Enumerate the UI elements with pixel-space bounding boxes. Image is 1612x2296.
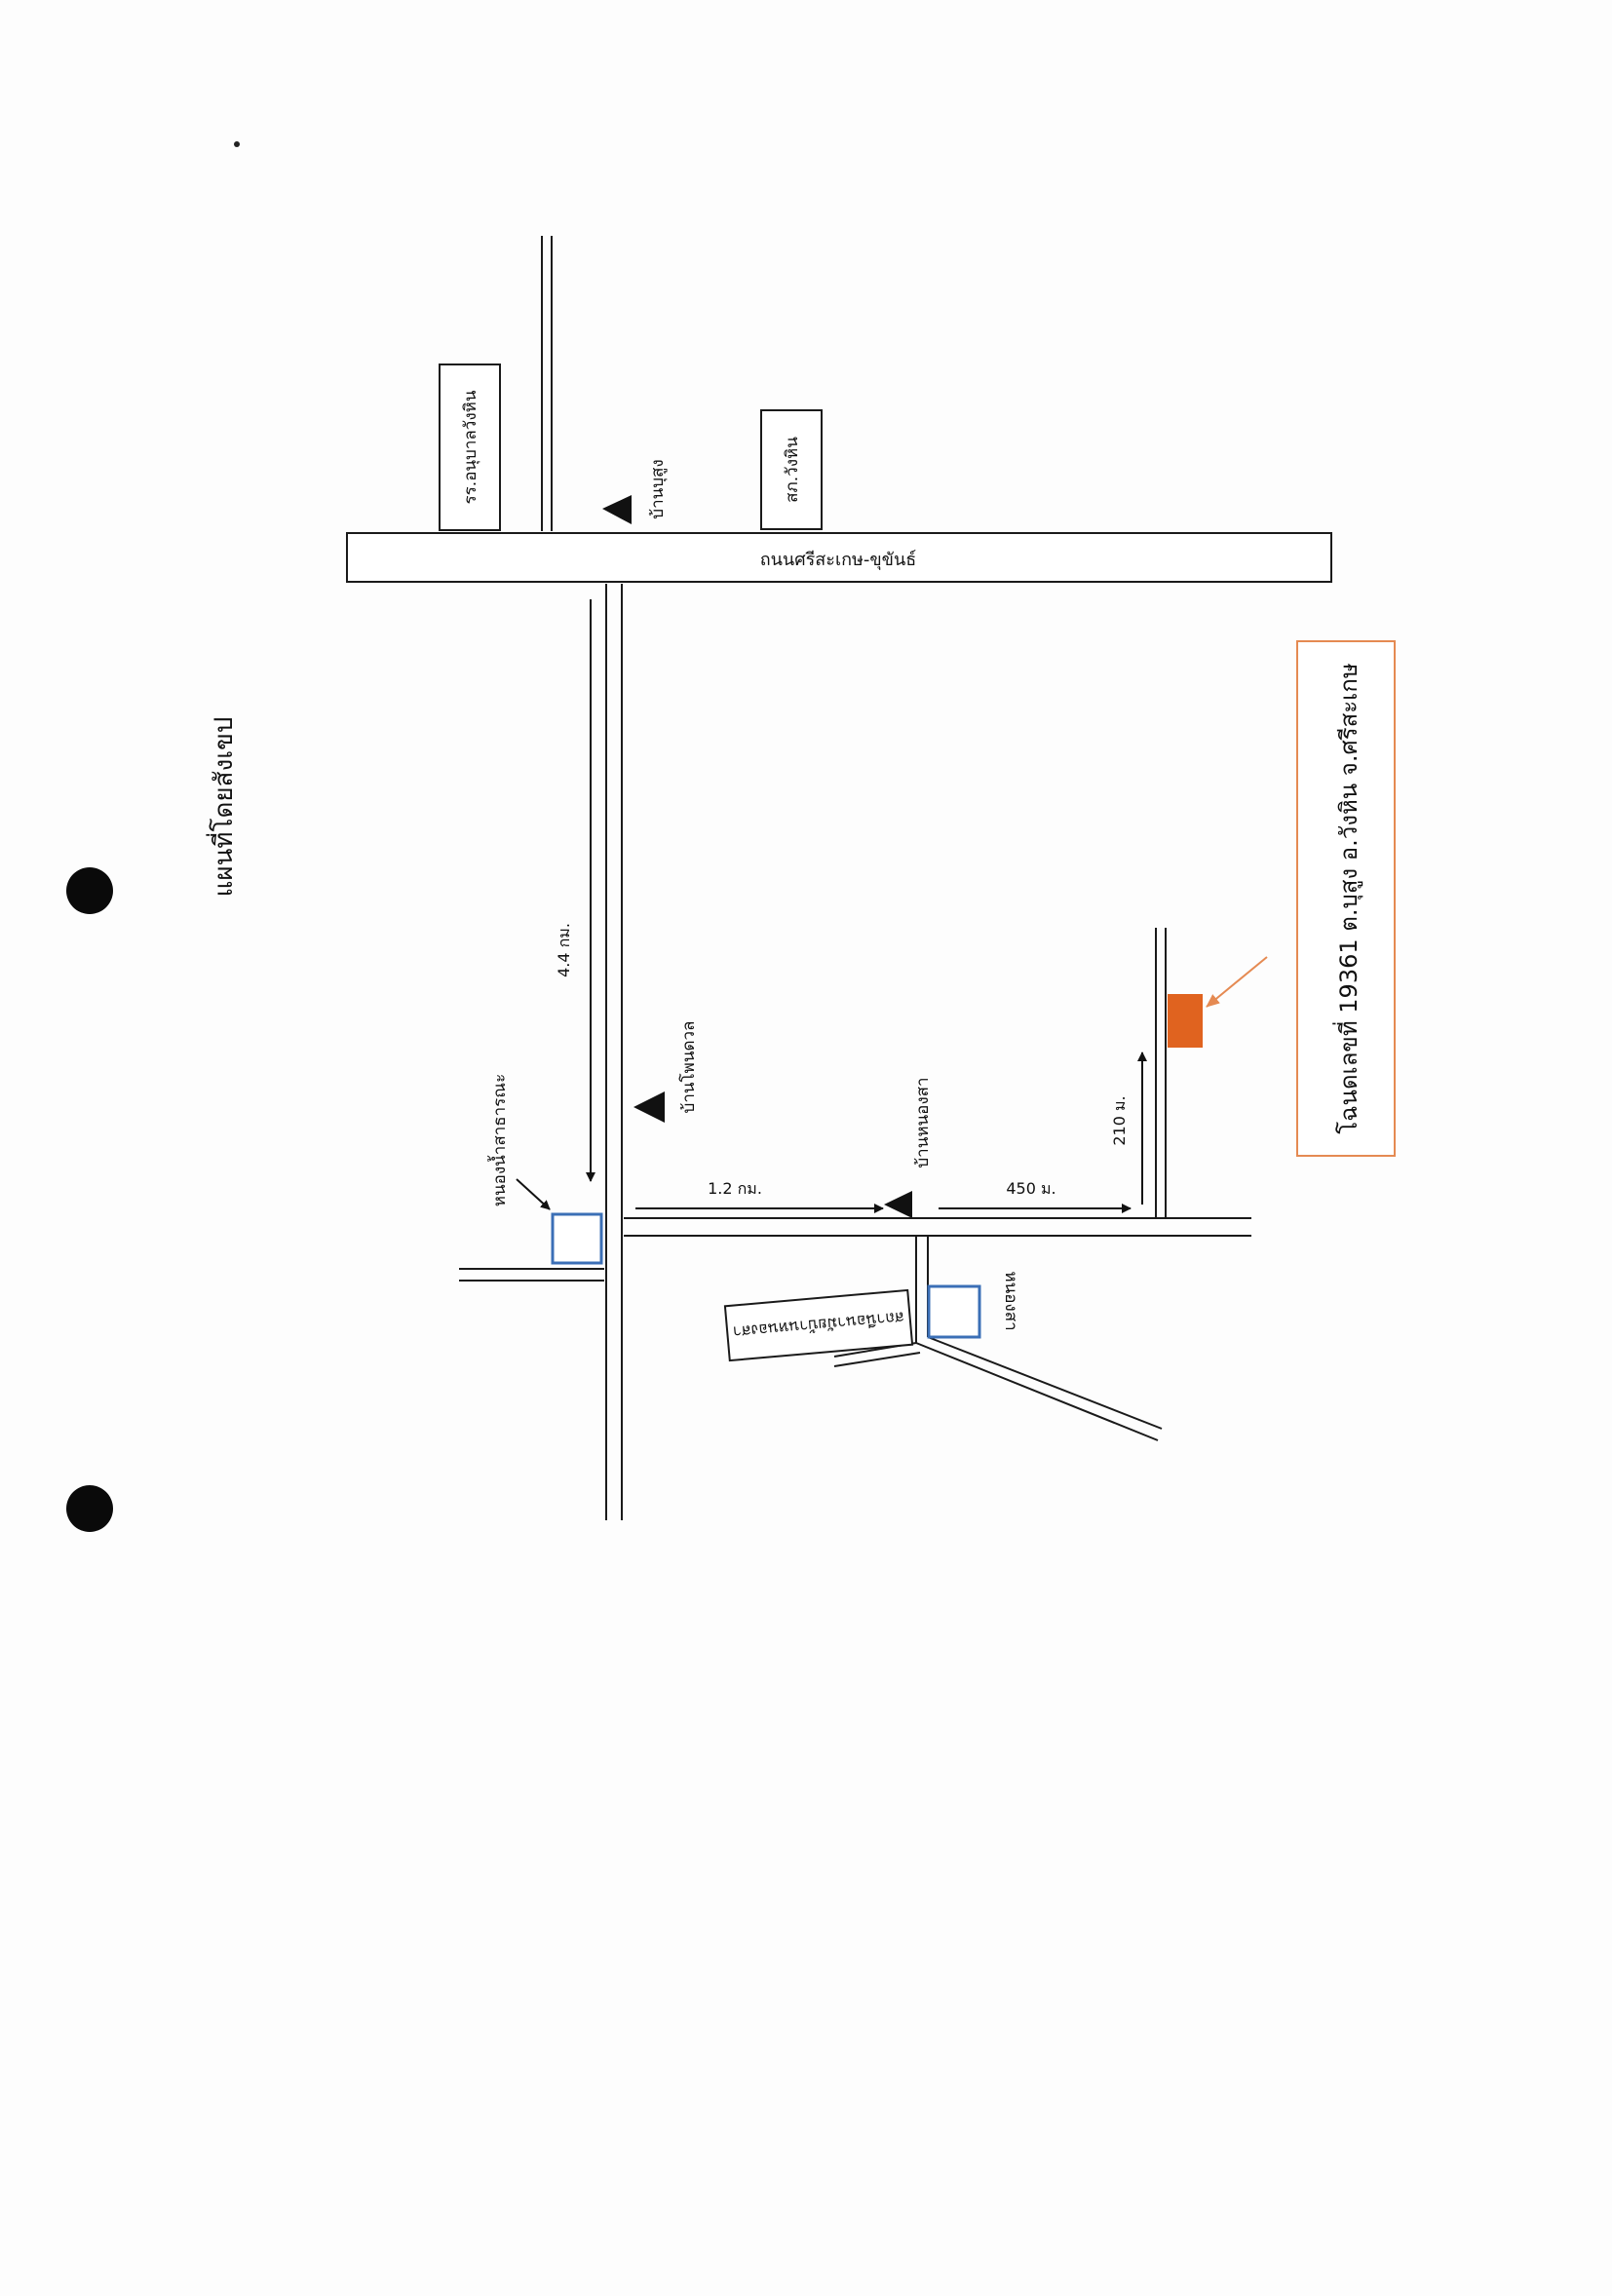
public-pond-label: หนองน้ำสาธารณะ	[487, 1074, 510, 1206]
road-east	[624, 1217, 1251, 1237]
scan-speck	[234, 141, 240, 147]
main-road-label: ถนนศรีสะเกษ-ขุขันธ์	[760, 550, 917, 570]
health-center: สถานีอนามัยบ้านหนองสา	[723, 1288, 914, 1362]
pond-pointer-arrow	[516, 1178, 551, 1210]
ban-pho-label: บ้านโพนดวล	[678, 1021, 699, 1114]
health-center-box	[723, 1288, 914, 1362]
school-box	[439, 364, 501, 531]
village-marker-icon	[884, 1191, 912, 1218]
police-label: สภ.วังหิน	[783, 437, 802, 503]
map-title: แผนที่โดยสังเขป	[206, 717, 239, 898]
target-deed-label: โฉนดเลขที่ 19361 ต.บุสูง อ.วังหิน จ.ศรีส…	[1332, 663, 1363, 1133]
public-pond-box	[551, 1212, 603, 1265]
village-marker-icon	[602, 495, 632, 524]
distance-210-label: 210 ม.	[1110, 1095, 1129, 1145]
distance-1-2-label: 1.2 กม.	[708, 1179, 762, 1198]
nongsa-pond-box	[927, 1284, 981, 1339]
school-label: รร.อนุบาลวังหิน	[461, 390, 480, 504]
main-road	[346, 532, 1332, 583]
ban-nongsa-label: บ้านหนองสา	[913, 1077, 933, 1167]
nongsa-pond-label: หนองสา	[1001, 1271, 1020, 1330]
distance-450-label: 450 ม.	[1006, 1179, 1055, 1198]
distance-4-4-label: 4.4 กม.	[555, 923, 573, 977]
road-west	[459, 1268, 604, 1282]
ban-bung-label: บ้านบุสูง	[648, 459, 668, 518]
binding-hole	[66, 1485, 113, 1532]
target-parcel	[1168, 994, 1203, 1048]
village-marker-icon	[633, 1091, 665, 1123]
road-south	[605, 584, 623, 1520]
target-callout-box	[1296, 640, 1396, 1157]
target-pointer-arrow	[1206, 956, 1268, 1008]
binding-hole	[66, 867, 113, 914]
police-box	[760, 409, 823, 530]
road-spur	[1155, 928, 1167, 1218]
road-north	[541, 236, 553, 531]
